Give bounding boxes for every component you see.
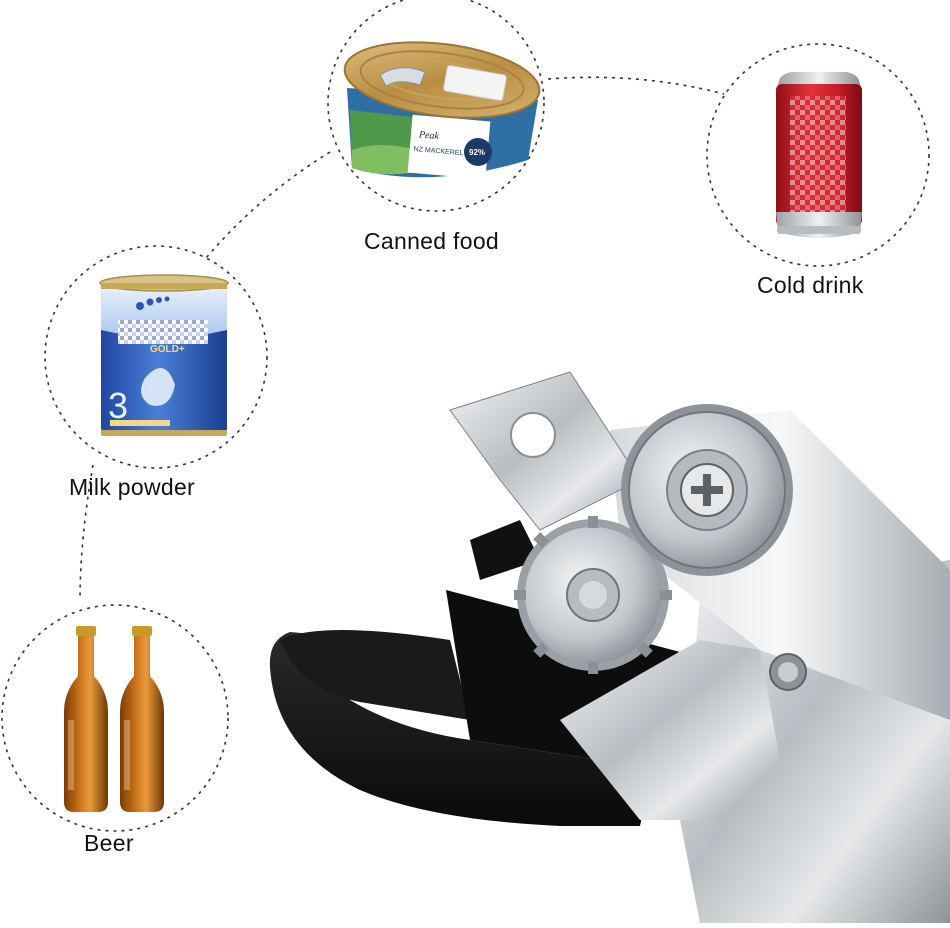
can-brand-text: Peak <box>417 129 439 142</box>
milk-powder-image: GOLD+ 3 <box>99 274 229 436</box>
label-cold-drink: Cold drink <box>757 272 864 298</box>
can-percent-text: 92% <box>469 148 485 157</box>
dotted-connector-lines <box>79 76 725 601</box>
opener-black-handle <box>269 632 650 826</box>
beer-image <box>64 626 164 812</box>
label-beer: Beer <box>84 830 134 856</box>
can-opener-image <box>269 371 950 923</box>
milk-powder-circle <box>44 245 268 469</box>
opener-cutting-wheel <box>621 404 793 576</box>
cold-drink-circle <box>706 43 930 267</box>
label-milk-powder: Milk powder <box>69 474 196 500</box>
beer-bottle-left <box>64 626 108 812</box>
canned-food-image: Peak NZ MACKEREL RECIPE 92% <box>343 41 541 180</box>
beer-bottle-right <box>120 626 164 812</box>
opener-gear-wheel <box>514 516 672 674</box>
canned-food-circle <box>327 0 545 212</box>
cold-drink-image <box>776 72 862 238</box>
label-canned-food: Canned food <box>364 228 500 254</box>
beer-circle <box>1 604 229 832</box>
item-circles <box>1 0 930 832</box>
tin-stage-text: 3 <box>108 385 128 426</box>
tin-badge-text: GOLD+ <box>150 344 185 355</box>
